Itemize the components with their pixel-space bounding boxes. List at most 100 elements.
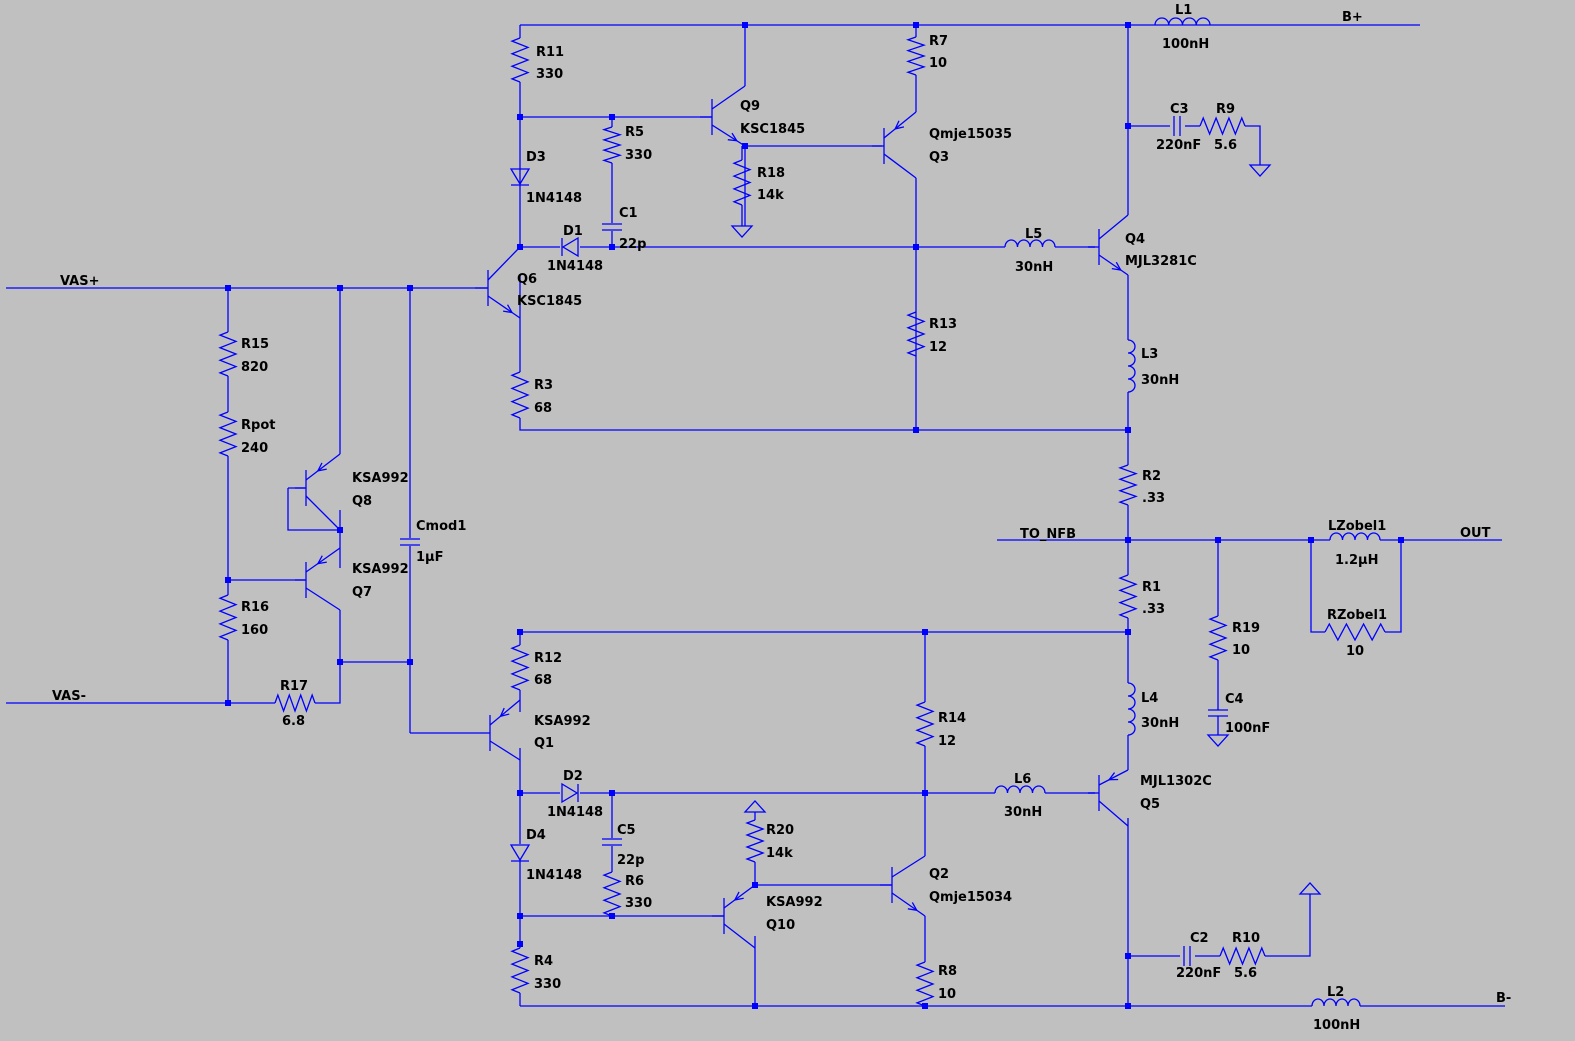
l6-name: L6 xyxy=(1014,772,1031,787)
r13-name: R13 xyxy=(929,317,957,332)
r3-symbol xyxy=(510,371,530,419)
cmod1-value: 1µF xyxy=(416,550,444,565)
l4-value: 30nH xyxy=(1141,716,1179,731)
r15-name: R15 xyxy=(241,337,269,352)
gnd-r18 xyxy=(730,225,754,238)
r11-name: R11 xyxy=(536,45,564,60)
c1-value: 22p xyxy=(619,237,646,252)
r15-value: 820 xyxy=(241,360,268,375)
r15-symbol xyxy=(218,331,238,377)
supply-r10 xyxy=(1298,882,1322,895)
q10-symbol xyxy=(712,884,756,949)
q6-name: Q6 xyxy=(517,272,537,287)
r4-symbol xyxy=(510,947,530,994)
q7-name: Q7 xyxy=(352,585,372,600)
r19-symbol xyxy=(1208,615,1228,661)
lzobel1-symbol xyxy=(1329,532,1381,541)
r14-name: R14 xyxy=(938,711,966,726)
q9-name: Q9 xyxy=(740,99,760,114)
r19-value: 10 xyxy=(1232,643,1250,658)
d1-name: D1 xyxy=(563,224,583,239)
c3-name: C3 xyxy=(1170,102,1189,117)
net-b-minus: B- xyxy=(1496,991,1511,1006)
l3-name: L3 xyxy=(1141,347,1158,362)
q1-symbol xyxy=(480,699,521,761)
component-labels: R11 330 R7 10 L1 100nH Q9 KSC1845 R5 330… xyxy=(241,3,1387,1033)
q7-value: KSA992 xyxy=(352,562,409,577)
d1-value: 1N4148 xyxy=(547,259,603,274)
r6-name: R6 xyxy=(625,874,644,889)
wires xyxy=(6,24,1505,1007)
c2-symbol xyxy=(1183,946,1191,966)
r1-value: .33 xyxy=(1142,602,1165,617)
q6-symbol xyxy=(475,246,521,319)
q2-symbol xyxy=(880,855,926,917)
r6-value: 330 xyxy=(625,896,652,911)
r7-name: R7 xyxy=(929,34,948,49)
r7-symbol xyxy=(905,36,927,76)
r2-symbol xyxy=(1118,464,1138,506)
q1-name: Q1 xyxy=(534,736,554,751)
net-vas-plus: VAS+ xyxy=(60,274,100,289)
l5-name: L5 xyxy=(1025,227,1042,242)
l1-name: L1 xyxy=(1175,3,1192,18)
junctions xyxy=(225,22,1404,1009)
q10-value: KSA992 xyxy=(766,895,823,910)
r17-name: R17 xyxy=(280,679,308,694)
l1-symbol xyxy=(1154,17,1211,26)
c5-name: C5 xyxy=(617,823,636,838)
c4-name: C4 xyxy=(1225,692,1244,707)
r16-value: 160 xyxy=(241,623,268,638)
d4-symbol xyxy=(509,844,531,862)
r12-name: R12 xyxy=(534,651,562,666)
lzobel1-value: 1.2µH xyxy=(1335,553,1378,568)
r16-symbol xyxy=(218,594,238,641)
r9-symbol xyxy=(1199,116,1246,136)
c2-value: 220nF xyxy=(1176,966,1221,981)
c5-symbol xyxy=(602,838,622,846)
q8-value: KSA992 xyxy=(352,471,409,486)
r1-name: R1 xyxy=(1142,580,1161,595)
r9-name: R9 xyxy=(1216,102,1235,117)
d3-symbol xyxy=(509,168,531,186)
r14-symbol xyxy=(915,701,935,747)
q3-name: Q3 xyxy=(929,150,949,165)
rpot-name: Rpot xyxy=(241,418,275,433)
d3-name: D3 xyxy=(526,150,546,165)
r14-value: 12 xyxy=(938,734,956,749)
d3-value: 1N4148 xyxy=(526,191,582,206)
l3-value: 30nH xyxy=(1141,373,1179,388)
r13-value: 12 xyxy=(929,340,947,355)
cmod1-symbol xyxy=(400,538,420,546)
gnd-c4 xyxy=(1206,734,1230,747)
d2-symbol xyxy=(561,782,579,804)
cmod1-name: Cmod1 xyxy=(416,519,466,534)
r8-value: 10 xyxy=(938,987,956,1002)
components xyxy=(218,17,1386,1007)
r13-symbol xyxy=(906,311,926,357)
rzobel1-value: 10 xyxy=(1346,644,1364,659)
rpot-value: 240 xyxy=(241,441,268,456)
l3-symbol xyxy=(1127,339,1136,393)
l2-value: 100nH xyxy=(1313,1018,1360,1033)
r7-value: 10 xyxy=(929,56,947,71)
c3-value: 220nF xyxy=(1156,138,1201,153)
r4-value: 330 xyxy=(534,977,561,992)
l5-value: 30nH xyxy=(1015,260,1053,275)
d1-symbol xyxy=(561,236,579,258)
q2-name: Q2 xyxy=(929,867,949,882)
r5-value: 330 xyxy=(625,148,652,163)
r6-symbol xyxy=(602,871,622,917)
q6-value: KSC1845 xyxy=(517,294,582,309)
r5-name: R5 xyxy=(625,125,644,140)
c5-value: 22p xyxy=(617,853,644,868)
q10-name: Q10 xyxy=(766,918,795,933)
r2-value: .33 xyxy=(1142,491,1165,506)
q8-name: Q8 xyxy=(352,494,372,509)
r3-name: R3 xyxy=(534,378,553,393)
r5-symbol xyxy=(601,126,623,164)
q9-value: KSC1845 xyxy=(740,122,805,137)
l4-symbol xyxy=(1127,682,1136,736)
q1-value: KSA992 xyxy=(534,714,591,729)
